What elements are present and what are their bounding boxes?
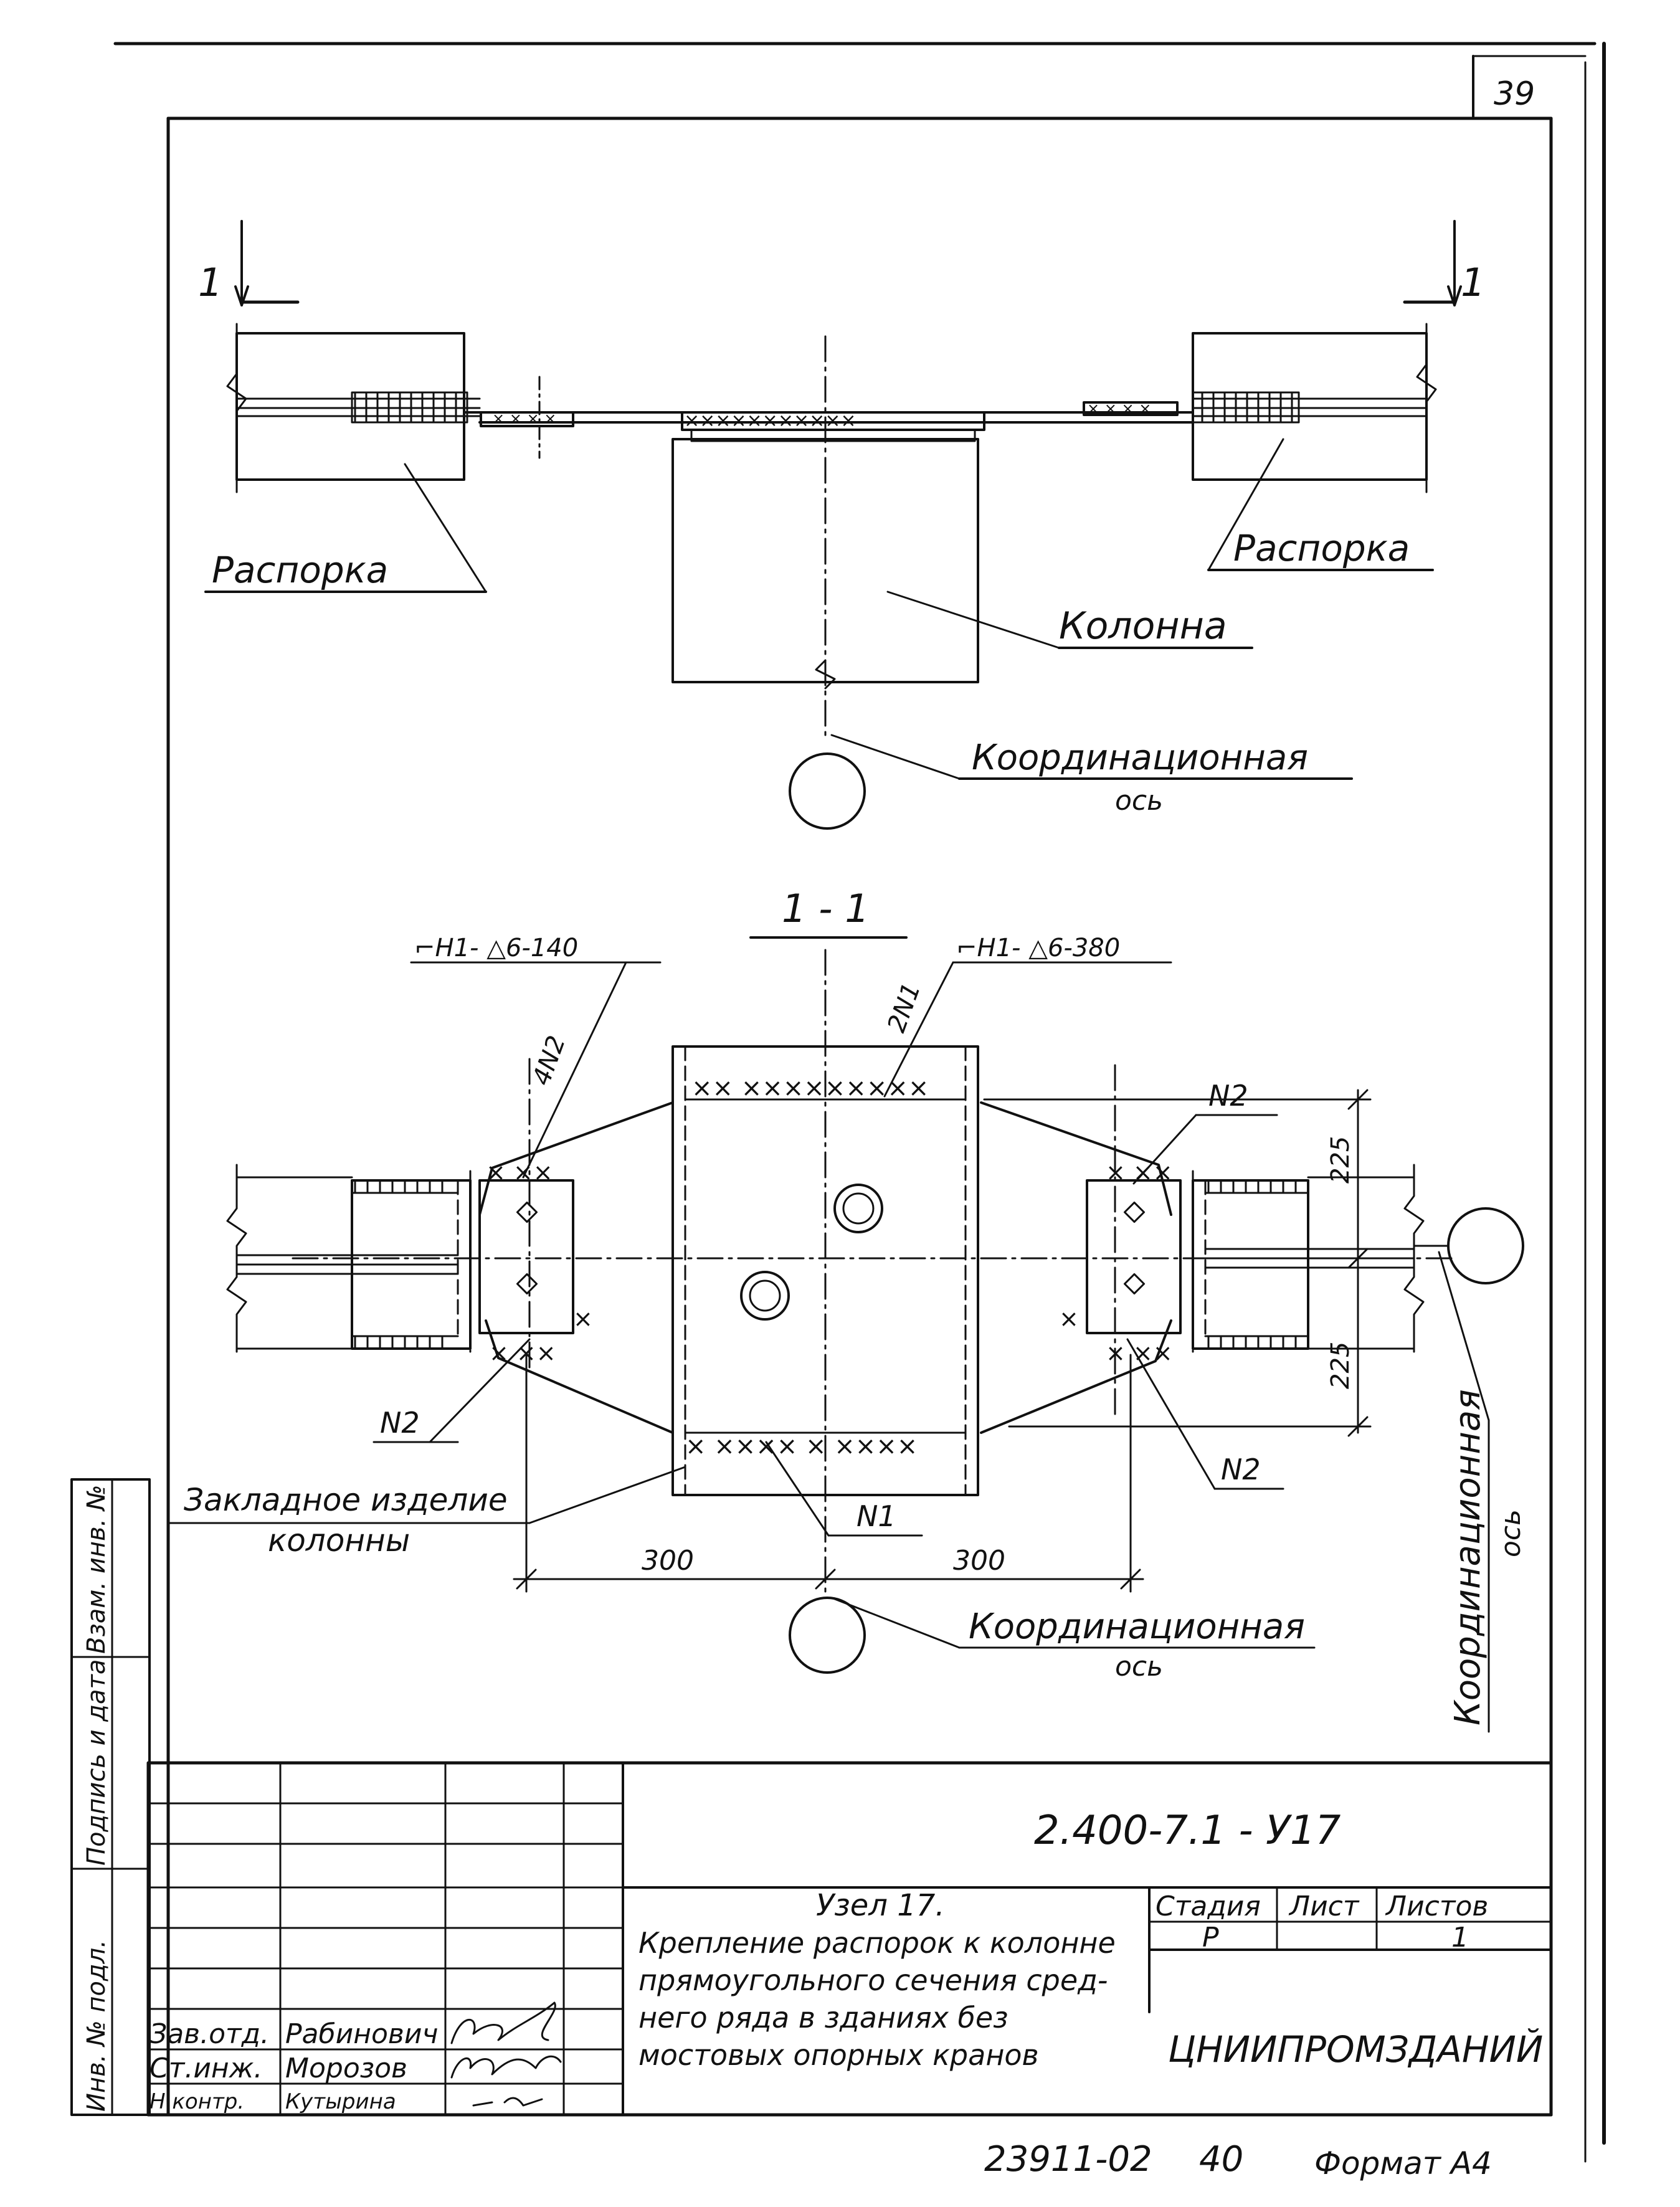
name-head-of-department: Рабинович — [285, 2018, 438, 2050]
weld-marks-column: ××××××××××× — [684, 410, 857, 432]
weld-mark-left-edge: × — [573, 1305, 593, 1332]
title-line-5: мостовых опорных кранов — [638, 2038, 1039, 2072]
sheets-value: 1 — [1451, 1922, 1469, 1953]
archive-number: 23911-02 — [984, 2139, 1152, 2180]
weld-marks-left-plate-bottom: × ×× — [489, 1339, 556, 1367]
stamp-original-number: Инв. № подл. — [82, 1940, 111, 2112]
weld-marks-bottom: × ×××× × ×××× — [685, 1432, 918, 1461]
stamp-signature-date: Подпись и дата — [82, 1659, 111, 1866]
weld-callout-right: ⌐Н1- △6-380 — [956, 934, 1120, 962]
top-view: × × × × × × × × ××××××××××× — [204, 220, 1462, 830]
weld-marks-right-plate-bottom: × ×× — [1106, 1339, 1173, 1367]
stage-value: Р — [1202, 1922, 1219, 1953]
title-line-4: него ряда в зданиях без — [638, 2001, 1008, 2034]
stamp-replacement-number: Взам. инв. № — [82, 1484, 111, 1654]
axis-label-bottom-line2: ось — [1115, 1651, 1163, 1683]
dim-left-300: 300 — [642, 1545, 694, 1577]
page-number: 39 — [1494, 75, 1535, 113]
drawing-designation: 2.400-7.1 - У17 — [1034, 1808, 1341, 1854]
organization-name: ЦНИИПРОМЗДАНИЙ — [1168, 2028, 1543, 2071]
mark-4n2: 4N2 — [527, 1032, 571, 1089]
title-line-1: Узел 17. — [816, 1888, 945, 1923]
sheet-header: Лист — [1288, 1891, 1360, 1922]
archive-copy: 40 — [1199, 2139, 1243, 2180]
format-note: Формат А4 — [1314, 2145, 1492, 2181]
axis-label-top-line1: Координационная — [972, 738, 1308, 778]
weld-marks-right-plate-top: × ×× — [1106, 1159, 1173, 1186]
section-view: ×× ××××××××× × ×××× × ×××× × ×× × ×× × ×… — [167, 936, 1524, 1733]
column-label: Колонна — [1059, 604, 1227, 648]
dim-lower-225: 225 — [1326, 1342, 1355, 1389]
embedded-label-line1: Закладное изделие — [184, 1482, 508, 1518]
section-mark-right: 1 — [1461, 260, 1485, 305]
section-mark-left: 1 — [198, 260, 222, 305]
strut-label-left: Распорка — [212, 549, 388, 591]
dim-upper-225: 225 — [1326, 1136, 1355, 1184]
role-senior-engineer: Ст.инж. — [149, 2053, 262, 2084]
embedded-label-line2: колонны — [268, 1522, 410, 1559]
title-line-2: Крепление распорок к колонне — [638, 1926, 1116, 1960]
role-norm-control: Н.контр. — [149, 2089, 244, 2114]
section-title: 1 - 1 — [782, 886, 870, 931]
signatures — [450, 2001, 562, 2107]
mark-n2-bottom-left: N2 — [380, 1406, 420, 1440]
title-block — [146, 1761, 1553, 2117]
axis-label-bottom-line1: Координационная — [969, 1607, 1305, 1647]
stage-header: Стадия — [1156, 1891, 1261, 1922]
axis-label-top-line2: ось — [1115, 785, 1163, 817]
sheets-header: Листов — [1385, 1891, 1488, 1922]
axis-label-right-line2: ось — [1495, 1509, 1527, 1557]
role-head-of-department: Зав.отд. — [149, 2018, 269, 2050]
dim-right-300: 300 — [953, 1545, 1005, 1577]
weld-marks-right: × × × × — [1087, 400, 1151, 417]
axis-label-right-line1: Координационная — [1448, 1389, 1488, 1725]
mark-n1: N1 — [857, 1499, 896, 1533]
weld-marks-left: × × × × — [492, 410, 556, 427]
mark-n2-bottom-right: N2 — [1221, 1453, 1261, 1486]
weld-marks-left-plate-top: × ×× — [486, 1159, 553, 1186]
weld-mark-right-edge: × — [1059, 1305, 1079, 1332]
title-line-3: прямоугольного сечения сред- — [638, 1963, 1108, 1997]
name-senior-engineer: Морозов — [285, 2053, 407, 2084]
weld-callout-left: ⌐Н1- △6-140 — [414, 934, 578, 962]
strut-label-right: Распорка — [1233, 527, 1410, 569]
mark-n2-top-right: N2 — [1208, 1079, 1248, 1113]
name-norm-control: Кутырина — [285, 2089, 396, 2114]
